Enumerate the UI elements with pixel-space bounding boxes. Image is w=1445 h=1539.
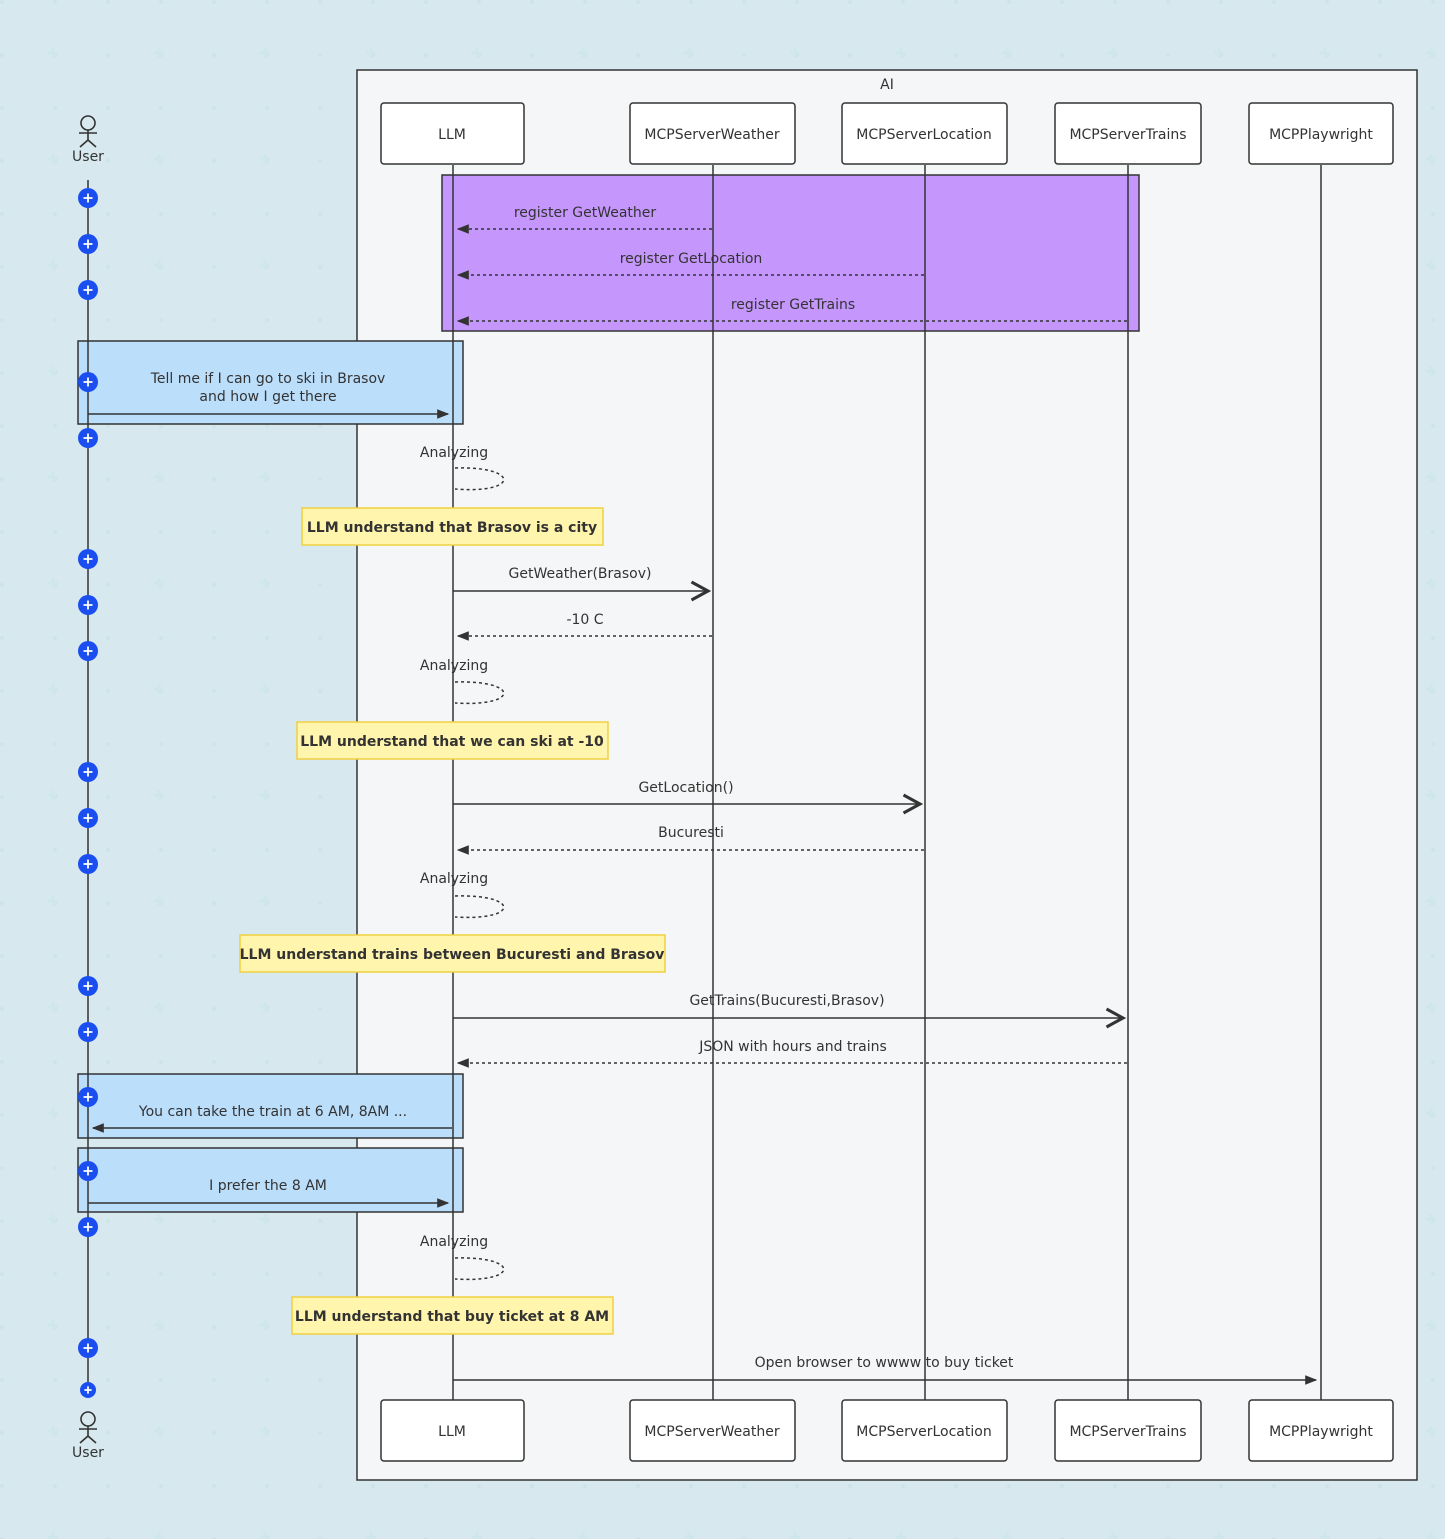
message-label: Analyzing [420, 658, 488, 674]
note-label: LLM understand that we can ski at -10 [300, 734, 604, 750]
actor-label: User [72, 149, 104, 165]
message-label: You can take the train at 6 AM, 8AM ... [138, 1104, 407, 1120]
plus-marker-icon[interactable] [78, 976, 98, 996]
note-trains-between: LLM understand trains between Bucuresti … [239, 934, 666, 973]
group-label: AI [880, 77, 894, 93]
plus-marker-icon[interactable] [78, 808, 98, 828]
participant-label: LLM [438, 127, 466, 143]
user-actor-icon [79, 1411, 97, 1444]
plus-marker-icon[interactable] [78, 1338, 98, 1358]
register-block [441, 174, 1140, 332]
message-user-request[interactable]: Tell me if I can go to ski in Brasov and… [88, 371, 450, 419]
participant-playwright-bottom[interactable]: MCPPlaywright [1248, 1399, 1394, 1462]
plus-marker-icon[interactable] [80, 1382, 96, 1398]
message-label: Tell me if I can go to ski in Brasov [150, 371, 386, 387]
message-label: I prefer the 8 AM [209, 1178, 327, 1194]
plus-marker-icon[interactable] [78, 595, 98, 615]
message-label: register GetWeather [514, 205, 657, 221]
participant-label: MCPServerTrains [1069, 1424, 1186, 1440]
message-label: GetWeather(Brasov) [509, 566, 652, 582]
message-trains-result[interactable]: JSON with hours and trains [456, 1039, 1127, 1068]
plus-marker-icon[interactable] [78, 1087, 98, 1107]
message-label: Open browser to wwww to buy ticket [755, 1355, 1014, 1371]
note-brasov-city: LLM understand that Brasov is a city [301, 507, 604, 546]
self-message-analyzing-3[interactable]: Analyzing [420, 871, 505, 919]
self-message-analyzing-2[interactable]: Analyzing [420, 658, 505, 705]
message-label: -10 C [566, 612, 603, 628]
participant-location-bottom[interactable]: MCPServerLocation [841, 1399, 1008, 1462]
message-register-getlocation[interactable]: register GetLocation [456, 251, 924, 280]
user-actor-icon [79, 115, 97, 148]
participant-label: MCPServerTrains [1069, 127, 1186, 143]
self-message-analyzing-1[interactable]: Analyzing [420, 445, 505, 491]
message-label: Analyzing [420, 445, 488, 461]
message-user-choice[interactable]: I prefer the 8 AM [88, 1178, 450, 1208]
plus-marker-icon[interactable] [78, 549, 98, 569]
message-label: register GetLocation [620, 251, 763, 267]
message-llm-reply[interactable]: You can take the train at 6 AM, 8AM ... [91, 1104, 452, 1133]
message-getweather[interactable]: GetWeather(Brasov) [453, 566, 708, 591]
participant-weather-bottom[interactable]: MCPServerWeather [629, 1399, 796, 1462]
note-ski-at-minus-10: LLM understand that we can ski at -10 [296, 721, 609, 760]
user-choice-block [77, 1147, 464, 1213]
participant-label: LLM [438, 1424, 466, 1440]
message-label: Analyzing [420, 1234, 488, 1250]
plus-marker-icon[interactable] [78, 280, 98, 300]
participant-location-top[interactable]: MCPServerLocation [841, 102, 1008, 165]
user-request-block [77, 340, 464, 425]
message-gettrains[interactable]: GetTrains(Bucuresti,Brasov) [453, 993, 1123, 1018]
message-register-getweather[interactable]: register GetWeather [456, 205, 712, 234]
actor-user-bottom[interactable]: User [72, 1411, 104, 1461]
participant-label: MCPPlaywright [1269, 127, 1373, 143]
plus-marker-icon[interactable] [78, 428, 98, 448]
participant-llm-top[interactable]: LLM [380, 102, 525, 165]
message-label: Analyzing [420, 871, 488, 887]
note-label: LLM understand trains between Bucuresti … [240, 947, 665, 963]
actor-user-top[interactable]: User [72, 115, 104, 165]
message-label: register GetTrains [731, 297, 855, 313]
plus-marker-icon[interactable] [78, 1161, 98, 1181]
sequence-markers [78, 188, 98, 1398]
participant-label: MCPServerLocation [856, 127, 991, 143]
message-label: GetTrains(Bucuresti,Brasov) [689, 993, 884, 1009]
plus-marker-icon[interactable] [78, 234, 98, 254]
message-getlocation[interactable]: GetLocation() [453, 780, 920, 804]
plus-marker-icon[interactable] [78, 1217, 98, 1237]
message-label: GetLocation() [638, 780, 733, 796]
plus-marker-icon[interactable] [78, 372, 98, 392]
plus-marker-icon[interactable] [78, 641, 98, 661]
message-label-line2: and how I get there [199, 389, 336, 405]
actor-label: User [72, 1445, 104, 1461]
plus-marker-icon[interactable] [78, 188, 98, 208]
participant-llm-bottom[interactable]: LLM [380, 1399, 525, 1462]
participant-label: MCPServerWeather [644, 127, 779, 143]
plus-marker-icon[interactable] [78, 854, 98, 874]
participant-trains-bottom[interactable]: MCPServerTrains [1054, 1399, 1202, 1462]
self-message-analyzing-4[interactable]: Analyzing [420, 1234, 505, 1281]
plus-marker-icon[interactable] [78, 762, 98, 782]
participant-label: MCPServerWeather [644, 1424, 779, 1440]
participant-weather-top[interactable]: MCPServerWeather [629, 102, 796, 165]
message-register-gettrains[interactable]: register GetTrains [456, 297, 1127, 326]
message-label: Bucuresti [658, 825, 724, 841]
participant-label: MCPPlaywright [1269, 1424, 1373, 1440]
note-label: LLM understand that Brasov is a city [307, 520, 597, 536]
participant-playwright-top[interactable]: MCPPlaywright [1248, 102, 1394, 165]
plus-marker-icon[interactable] [78, 1022, 98, 1042]
note-label: LLM understand that buy ticket at 8 AM [295, 1309, 609, 1325]
message-weather-result[interactable]: -10 C [456, 612, 712, 641]
participant-trains-top[interactable]: MCPServerTrains [1054, 102, 1202, 165]
participant-label: MCPServerLocation [856, 1424, 991, 1440]
message-open-browser[interactable]: Open browser to wwww to buy ticket [453, 1355, 1318, 1385]
message-label: JSON with hours and trains [698, 1039, 887, 1055]
message-location-result[interactable]: Bucuresti [456, 825, 924, 855]
note-buy-ticket: LLM understand that buy ticket at 8 AM [291, 1296, 614, 1335]
